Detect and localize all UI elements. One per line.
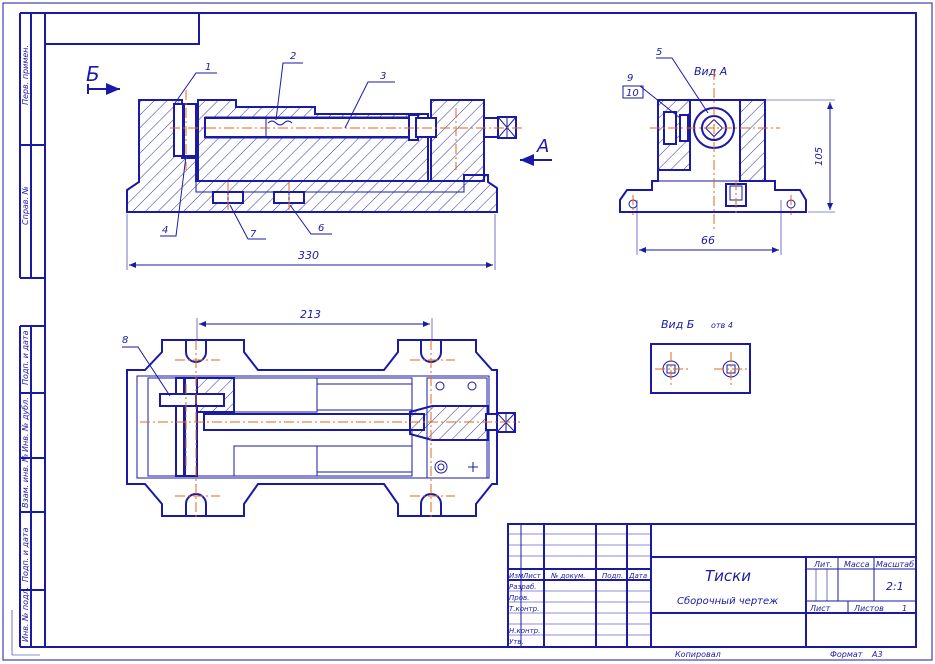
view-b-title: Вид Б bbox=[661, 318, 694, 331]
leader-label-8: 8 bbox=[122, 335, 128, 346]
tb-role-ncontrol: Н.контр. bbox=[509, 627, 540, 635]
tb-role-approved: Утв. bbox=[509, 638, 524, 646]
top-view: 8 213 bbox=[122, 308, 520, 520]
title-block: Изм Лист № докум. Подп. Дата Разраб. Про… bbox=[507, 523, 917, 659]
tb-format-label: Формат bbox=[830, 650, 863, 659]
strip-label-replace-inv: Взам. инв. № bbox=[21, 454, 30, 508]
strip-label-dup-inv: Инв. № дубл. bbox=[21, 397, 30, 452]
tb-product-name: Тиски bbox=[705, 567, 751, 585]
view-a-arrow-label: А bbox=[536, 136, 549, 157]
side-strip: Перв. примен. Справ. № Подп. и дата Инв.… bbox=[11, 12, 45, 656]
tb-label-lit: Лит. bbox=[813, 560, 832, 569]
strip-label-sign-date-1: Подп. и дата bbox=[21, 330, 30, 385]
tb-role-checker: Пров. bbox=[509, 594, 529, 602]
strip-label-sign-date-2: Подп. и дата bbox=[21, 527, 30, 582]
tb-col-date: Дата bbox=[628, 572, 647, 580]
leader-label-2: 2 bbox=[290, 51, 296, 62]
tb-copied: Копировал bbox=[675, 650, 721, 659]
view-b-note: отв 4 bbox=[711, 321, 733, 330]
leader-label-4: 4 bbox=[162, 225, 168, 236]
strip-label-orig-inv: Инв. № подл. bbox=[21, 587, 30, 642]
dimension-330: 330 bbox=[298, 249, 319, 262]
leader-label-3: 3 bbox=[380, 71, 386, 82]
end-view-a: Вид А 5 9 10 105 bbox=[619, 47, 835, 255]
tb-label-scale: Масштаб bbox=[876, 560, 914, 569]
strip-label-ref-no: Справ. № bbox=[21, 186, 30, 225]
tb-label-sheets: Листов bbox=[853, 604, 884, 613]
leader-label-10: 10 bbox=[626, 88, 639, 99]
tb-scale-value: 2:1 bbox=[886, 580, 904, 593]
leader-label-6: 6 bbox=[318, 223, 324, 234]
tb-sheets-value: 1 bbox=[902, 604, 907, 613]
leader-label-9: 9 bbox=[627, 73, 633, 84]
dimension-213: 213 bbox=[300, 308, 321, 321]
tb-doc-type: Сборочный чертеж bbox=[677, 595, 778, 607]
tb-col-rev: Изм bbox=[509, 572, 524, 580]
section-mark-b: Б bbox=[86, 62, 100, 86]
leader-label-5: 5 bbox=[656, 47, 662, 58]
leader-label-7: 7 bbox=[250, 229, 257, 240]
tb-format-value: А3 bbox=[871, 650, 883, 659]
bottom-view-b: Вид Б отв 4 bbox=[650, 318, 751, 394]
dimension-66: 66 bbox=[701, 234, 715, 247]
tb-col-sheet: Лист bbox=[522, 572, 542, 580]
front-section-view: Б 1 2 3 4 7 6 330 А bbox=[86, 51, 552, 270]
tb-role-tcontrol: Т.контр. bbox=[509, 605, 539, 613]
tb-label-mass: Масса bbox=[844, 560, 870, 569]
tb-col-docno: № докум. bbox=[550, 572, 586, 580]
tb-col-sign: Подп. bbox=[602, 572, 623, 580]
dimension-105: 105 bbox=[814, 147, 825, 166]
tb-label-sheet: Лист bbox=[809, 604, 831, 613]
view-a-title: Вид А bbox=[694, 65, 727, 78]
leader-label-1: 1 bbox=[205, 62, 211, 73]
tb-role-developer: Разраб. bbox=[509, 583, 537, 591]
strip-label-first-use: Перв. примен. bbox=[21, 45, 30, 105]
